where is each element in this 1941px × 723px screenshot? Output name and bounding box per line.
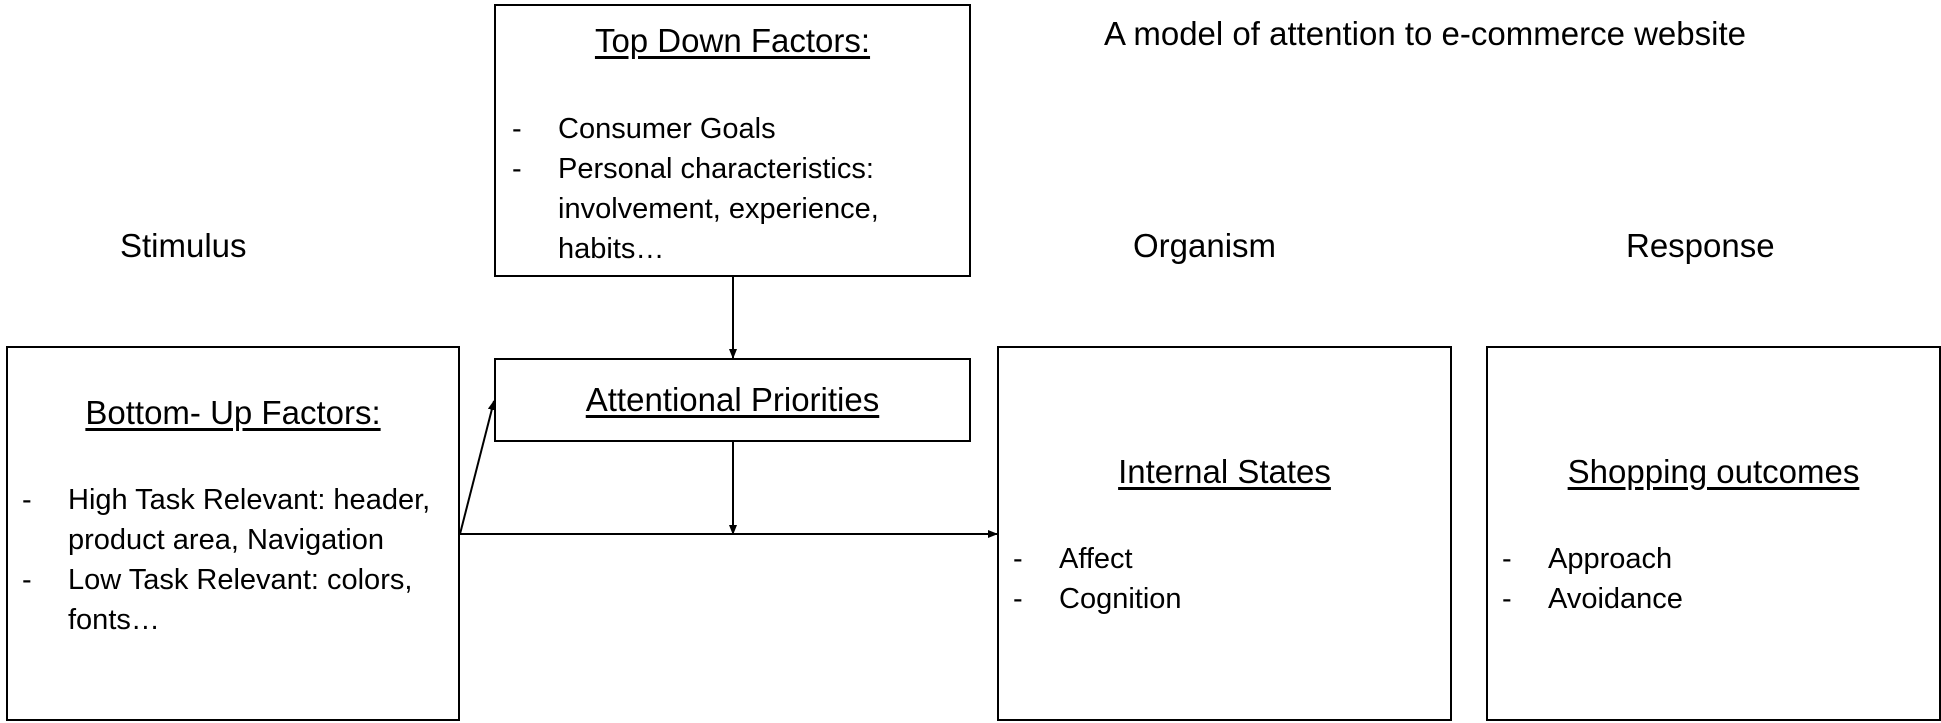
- response-label: Response: [1626, 227, 1775, 264]
- organism-label: Organism: [1133, 227, 1277, 264]
- list-item: -Avoidance: [1502, 583, 1683, 615]
- stimulus-label: Stimulus: [120, 227, 247, 264]
- internal-states-box: Internal States -Affect -Cognition: [997, 346, 1452, 721]
- top-down-factors-heading: Top Down Factors:: [594, 22, 871, 59]
- shopping-outcomes-list: -Approach -Avoidance: [1502, 539, 1683, 619]
- list-item: -Affect: [1013, 543, 1133, 575]
- shopping-outcomes-heading: Shopping outcomes: [1567, 453, 1860, 490]
- top-down-factors-list: -Consumer Goals -Personal characteristic…: [512, 109, 879, 269]
- internal-states-heading: Internal States: [1118, 453, 1331, 490]
- bottom-up-factors-heading: Bottom- Up Factors:: [85, 394, 381, 431]
- arrow-bottom-up-to-attentional: [459, 400, 496, 535]
- list-item: -Personal characteristics:involvement, e…: [512, 153, 879, 265]
- bottom-up-factors-list: -High Task Relevant: header,product area…: [22, 480, 430, 640]
- shopping-outcomes-box: Shopping outcomes -Approach -Avoidance: [1486, 346, 1941, 721]
- diagram-title: A model of attention to e-commerce websi…: [1104, 15, 1746, 52]
- list-item: -High Task Relevant: header,product area…: [22, 484, 431, 556]
- top-down-factors-box: Top Down Factors: -Consumer Goals -Perso…: [494, 4, 971, 277]
- internal-states-list: -Affect -Cognition: [1013, 539, 1182, 619]
- list-item: -Cognition: [1013, 583, 1182, 615]
- list-item: -Low Task Relevant: colors,fonts…: [22, 564, 413, 636]
- list-item: -Approach: [1502, 543, 1673, 575]
- list-item: -Consumer Goals: [512, 113, 776, 145]
- attentional-priorities-heading: Attentional Priorities: [585, 381, 880, 418]
- bottom-up-factors-box: Bottom- Up Factors: -High Task Relevant:…: [6, 346, 460, 721]
- attentional-priorities-box: Attentional Priorities: [494, 358, 971, 442]
